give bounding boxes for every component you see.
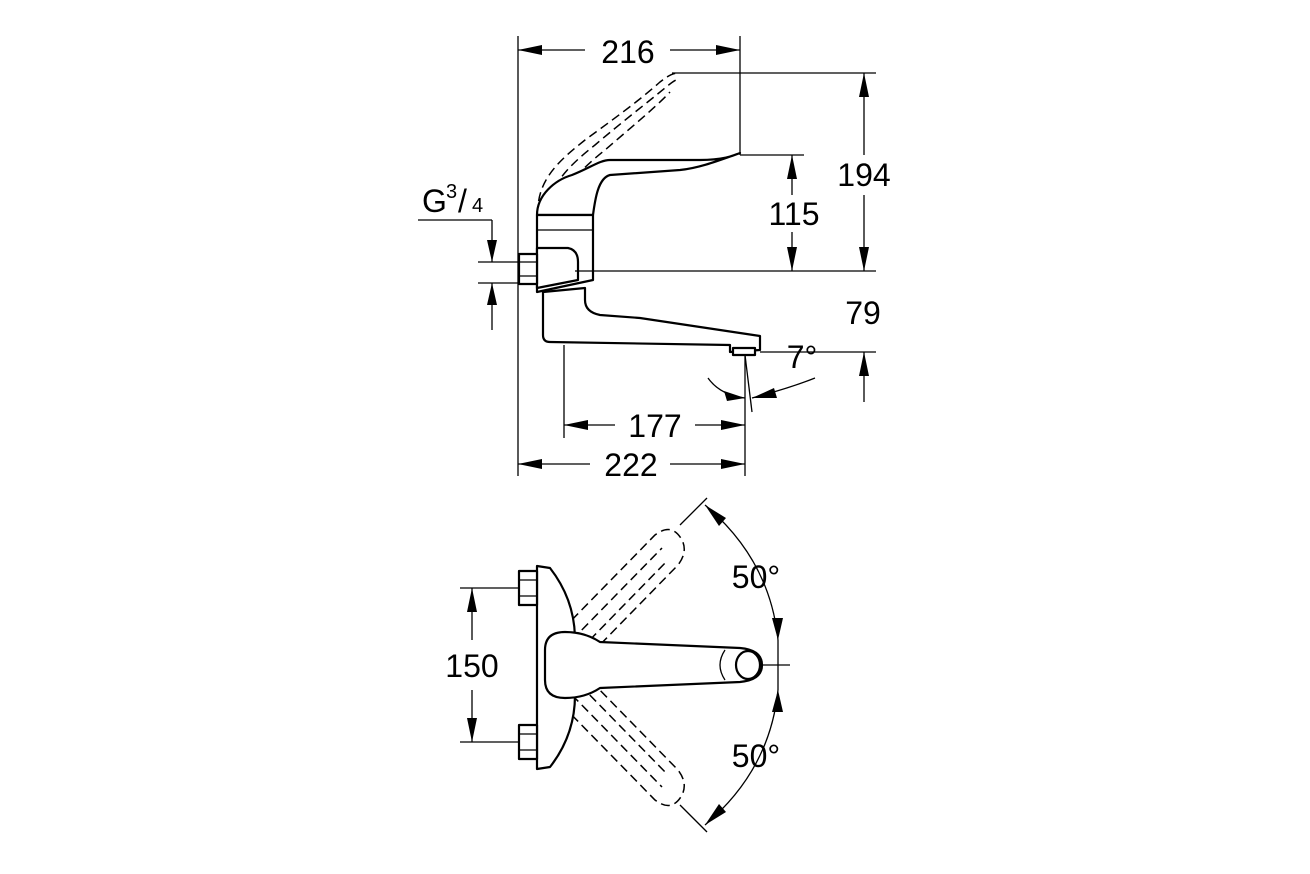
lever-rotated-down-outline	[561, 679, 685, 807]
angle-upper: 50°	[679, 497, 783, 641]
top-view: 150 50° 50°	[445, 497, 790, 833]
lever-rotated-up-outline	[561, 528, 685, 656]
thread-slash: /	[458, 183, 467, 219]
thread-label: G 3 / 4	[418, 181, 519, 330]
aerator	[731, 346, 757, 357]
dim-79: 79	[760, 295, 881, 402]
thread-den: 4	[472, 195, 483, 217]
dim-222-label: 222	[604, 447, 657, 483]
dim-150-label: 150	[445, 648, 498, 684]
top-connector-lower	[517, 723, 539, 761]
wall-connector	[517, 252, 539, 286]
dim-177-label: 177	[628, 408, 681, 444]
angle-lower: 50°	[679, 689, 783, 833]
lever-handle	[535, 151, 742, 217]
dim-216-label: 216	[601, 34, 654, 70]
dim-150: 150	[445, 587, 519, 743]
dim-216: 216	[518, 34, 741, 155]
dim-115: 115	[740, 154, 820, 271]
dim-194: 194	[672, 72, 891, 271]
dim-7-label: 7°	[787, 339, 818, 375]
dim-79-label: 79	[845, 295, 881, 331]
dim-115-label: 115	[768, 196, 819, 232]
dim-7-degree: 7°	[707, 339, 818, 413]
dim-177: 177	[563, 345, 746, 476]
dim-194-label: 194	[837, 157, 890, 193]
thread-num: 3	[446, 181, 457, 203]
angle-upper-label: 50°	[732, 559, 780, 595]
dim-222: 222	[518, 447, 745, 483]
side-view: 216 G 3 / 4	[418, 34, 891, 483]
spout	[541, 286, 762, 354]
thread-g: G	[422, 183, 447, 219]
lever-handle-top	[543, 630, 764, 700]
angle-lower-label: 50°	[732, 738, 780, 774]
top-connector-upper	[517, 569, 539, 607]
